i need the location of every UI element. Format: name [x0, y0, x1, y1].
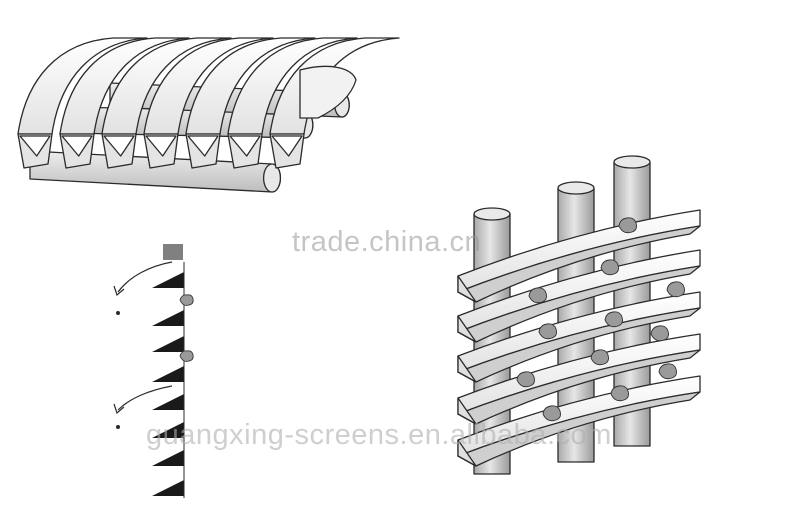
- particle: [658, 363, 677, 380]
- wedge-underside: [457, 349, 701, 425]
- filtrate-drop-lower: [116, 425, 120, 429]
- wedge-profile: [152, 272, 184, 288]
- particle: [610, 385, 629, 402]
- particle: [528, 287, 547, 304]
- particle: [542, 405, 561, 422]
- retained-particles: [179, 294, 194, 362]
- wedge-profiles: [152, 262, 185, 498]
- wedge-underside: [457, 391, 701, 467]
- wedge-face: [145, 135, 177, 157]
- wedge-face: [271, 135, 303, 157]
- arc-end-cap: [299, 65, 357, 119]
- bar-end-face: [457, 439, 477, 467]
- curved-bar: [185, 37, 316, 135]
- bar-end-face: [457, 315, 477, 343]
- wedge-profile: [152, 336, 184, 352]
- rod-top: [473, 207, 511, 221]
- particle-retention-detail: [457, 155, 701, 475]
- rod-top: [557, 181, 595, 195]
- wedge-profile: [152, 310, 184, 326]
- blurred-mark: [163, 244, 183, 260]
- flow-arrow-lower: [113, 385, 173, 415]
- curved-bar: [17, 37, 148, 135]
- particle: [538, 323, 557, 340]
- particle: [179, 350, 194, 362]
- particle: [650, 325, 669, 342]
- particle: [618, 217, 637, 234]
- wedge-underside: [457, 225, 701, 303]
- wedge-underside: [457, 307, 701, 383]
- curved-bar: [101, 37, 232, 135]
- wedge-profile: [152, 366, 184, 382]
- wedge-profile: [152, 422, 184, 438]
- wedge-face: [229, 135, 261, 157]
- wedge-face: [19, 135, 51, 157]
- particle: [666, 281, 685, 298]
- curved-wedge-bars: [17, 37, 400, 169]
- wedge-profile: [152, 394, 184, 410]
- wedge-face: [187, 135, 219, 157]
- particle: [516, 371, 535, 388]
- rod-top: [613, 155, 651, 169]
- wedge-underside: [457, 265, 701, 343]
- rod-end: [262, 163, 282, 193]
- wedge-profile: [152, 450, 184, 466]
- slot-flow-cross-section: [113, 244, 194, 498]
- bar-end-face: [457, 397, 477, 425]
- curved-bar: [227, 37, 358, 135]
- wedge-face: [103, 135, 135, 157]
- bar-end-face: [457, 275, 477, 303]
- trapped-particles: [516, 217, 685, 422]
- curved-bar: [59, 37, 190, 135]
- wedge-face: [61, 135, 93, 157]
- filtrate-drop-upper: [116, 311, 120, 315]
- curved-screen-panel: [17, 37, 400, 193]
- wedge-profile: [152, 480, 184, 496]
- curved-bar: [143, 37, 274, 135]
- horizontal-wedge-bars: [457, 209, 701, 467]
- particle: [179, 294, 194, 306]
- flow-arrow-upper: [113, 261, 173, 297]
- particle: [590, 349, 609, 366]
- particle: [600, 259, 619, 276]
- bar-end-face: [457, 355, 477, 383]
- particle: [604, 311, 623, 328]
